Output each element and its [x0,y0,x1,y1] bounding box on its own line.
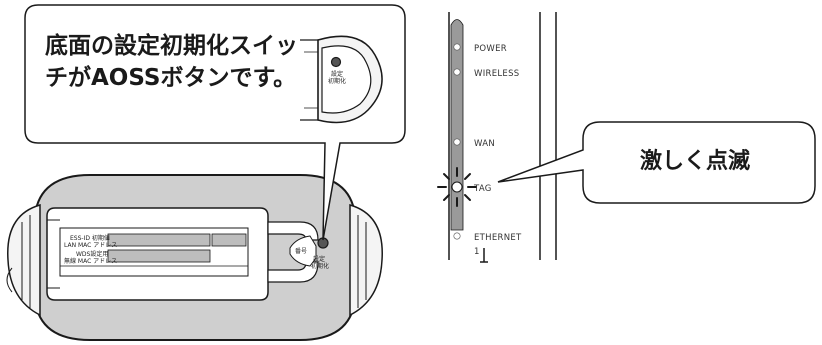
led-label-wan: WAN [474,139,495,149]
lan-mac-label: LAN MAC アドレス [64,242,117,249]
led-wireless [453,68,461,76]
serial-label: 番号 [295,248,307,255]
led-label-wireless: WIRELESS [474,69,520,79]
plate-notch-left [47,219,60,289]
led-tag [451,181,463,193]
mac-field-2 [211,233,247,247]
port-number-1: 1 [474,247,480,257]
ess-id-label: ESS-ID 初期値 [70,234,110,242]
zoom-switch-label-line1: 設定 [331,70,343,78]
reset-label-line1: 設定 [313,255,325,263]
led-wan [453,138,461,146]
port-1-bracket [480,248,488,263]
zoom-switch-label-line2: 初期化 [328,77,346,85]
led-label-tag: TAG [473,184,492,194]
wireless-mac-label: 無線 MAC アドレス [64,257,117,265]
cable-loop [6,267,13,293]
callout-right-bubble [497,121,816,204]
right-end-cap-detail [357,215,367,308]
zoom-switch-edge-lines [304,51,318,109]
led-ethernet [453,232,461,240]
callout-left-line1: 底面の設定初期化スイッ [45,33,298,59]
led-power [453,43,461,51]
callout-right-text: 激しく点滅 [640,149,751,174]
zoom-switch-edge [300,39,319,121]
callout-left-line2: チがAOSSボタンです。 [45,65,297,91]
left-end-cap [7,204,41,317]
mac-field-3 [107,249,211,263]
reset-label-line2: 初期化 [311,262,329,270]
led-label-power: POWER [474,44,507,54]
wds-label: WDS設定用 [76,250,108,258]
mac-field-1 [107,233,211,247]
callout-left-bubble [24,4,406,241]
zoom-aoss-switch[interactable] [330,56,342,68]
left-end-cap-detail [21,215,31,308]
blink-rays [437,167,477,207]
cable-slot-inner [289,235,317,267]
led-label-ethernet: ETHERNET [474,233,522,243]
